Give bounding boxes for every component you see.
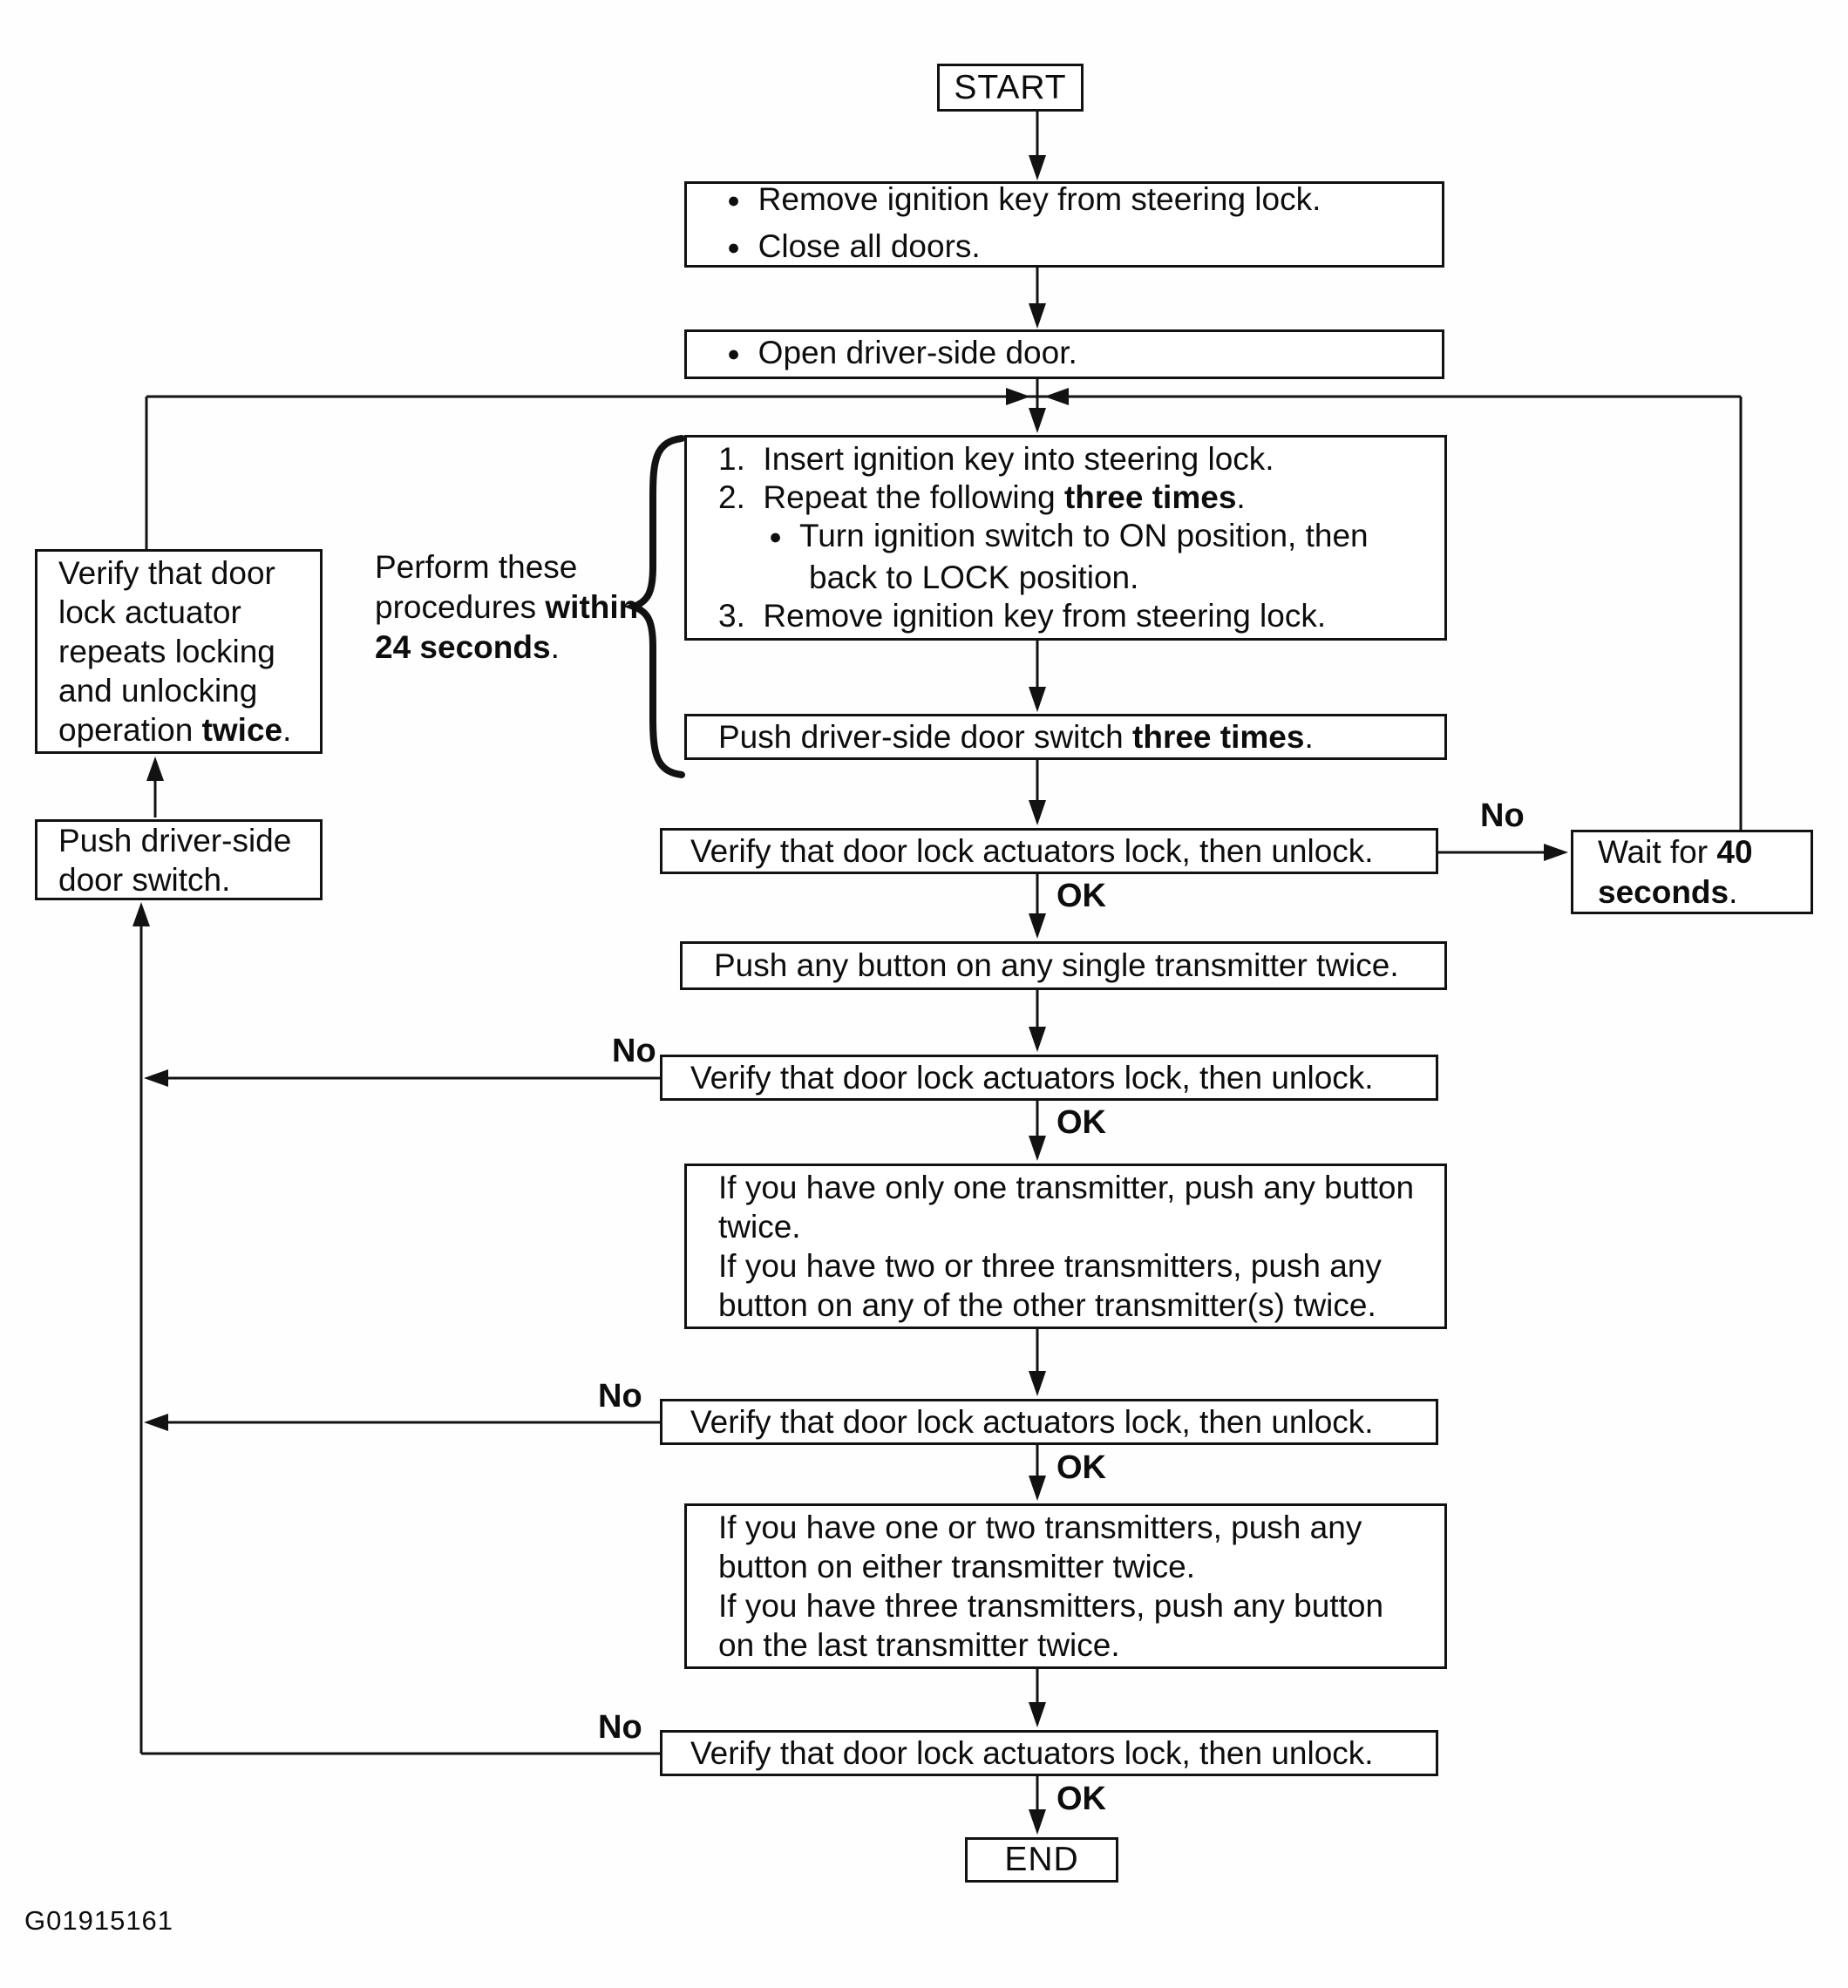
figure-id: G01915161: [24, 1905, 174, 1936]
arrowhead-down: [1029, 913, 1046, 939]
arrowhead-down: [1029, 1809, 1046, 1835]
one-transmitter-case-node: If you have only one transmitter, push a…: [684, 1164, 1447, 1329]
arrowhead-left: [144, 1069, 168, 1087]
ok-label-4: OK: [1056, 1781, 1106, 1817]
arrowhead-left: [1044, 388, 1069, 405]
verify-actuators-1-node: Verify that door lock actuators lock, th…: [660, 828, 1438, 874]
brace-icon: [623, 435, 685, 778]
arrowhead-down: [1029, 303, 1046, 329]
arrowhead-up: [132, 902, 150, 926]
arrowhead-down: [1029, 1371, 1046, 1396]
start-node: START: [937, 64, 1084, 112]
push-any-transmitter-node: Push any button on any single transmitte…: [680, 941, 1447, 990]
arrowhead-left: [144, 1414, 168, 1431]
arrowhead-down: [1029, 800, 1046, 825]
arrowhead-down: [1029, 408, 1046, 433]
arrowhead-down: [1029, 1476, 1046, 1501]
verify-actuators-2-node: Verify that door lock actuators lock, th…: [660, 1055, 1438, 1101]
open-driver-door-node: ● Open driver-side door.: [684, 329, 1444, 379]
verify-actuators-3-node: Verify that door lock actuators lock, th…: [660, 1399, 1438, 1445]
arrowhead-up: [146, 757, 164, 781]
ignition-cycle-node: 1. Insert ignition key into steering loc…: [684, 435, 1447, 641]
verify-actuators-4-node: Verify that door lock actuators lock, th…: [660, 1730, 1438, 1776]
arrowhead-down: [1029, 1702, 1046, 1727]
ok-label-2: OK: [1056, 1104, 1106, 1141]
arrowhead-down: [1029, 1136, 1046, 1161]
arrowhead-down: [1029, 155, 1046, 180]
no-label-4: No: [598, 1709, 642, 1746]
arrowhead-down: [1029, 687, 1046, 712]
arrowhead-down: [1029, 1027, 1046, 1052]
push-any-transmitter-label: Push any button on any single transmitte…: [714, 947, 1399, 983]
verify-actuators-2-label: Verify that door lock actuators lock, th…: [690, 1059, 1374, 1096]
ok-label-3: OK: [1056, 1449, 1106, 1486]
no-label-3: No: [598, 1378, 642, 1415]
no-label-1: No: [1480, 797, 1525, 834]
arrowhead-right: [1006, 388, 1030, 405]
verify-actuators-4-label: Verify that door lock actuators lock, th…: [690, 1734, 1374, 1771]
ok-label-1: OK: [1056, 878, 1106, 914]
end-node: END: [965, 1837, 1118, 1883]
two-transmitter-case-node: If you have one or two transmitters, pus…: [684, 1503, 1447, 1669]
arrowhead-right: [1544, 844, 1568, 861]
verify-actuators-3-label: Verify that door lock actuators lock, th…: [690, 1403, 1374, 1440]
no-label-2: No: [612, 1033, 656, 1069]
verify-actuators-1-label: Verify that door lock actuators lock, th…: [690, 832, 1374, 869]
push-switch-three-times-node: Push driver-side door switch three times…: [684, 714, 1447, 760]
remove-key-close-doors-node: ● Remove ignition key from steering lock…: [684, 181, 1444, 268]
